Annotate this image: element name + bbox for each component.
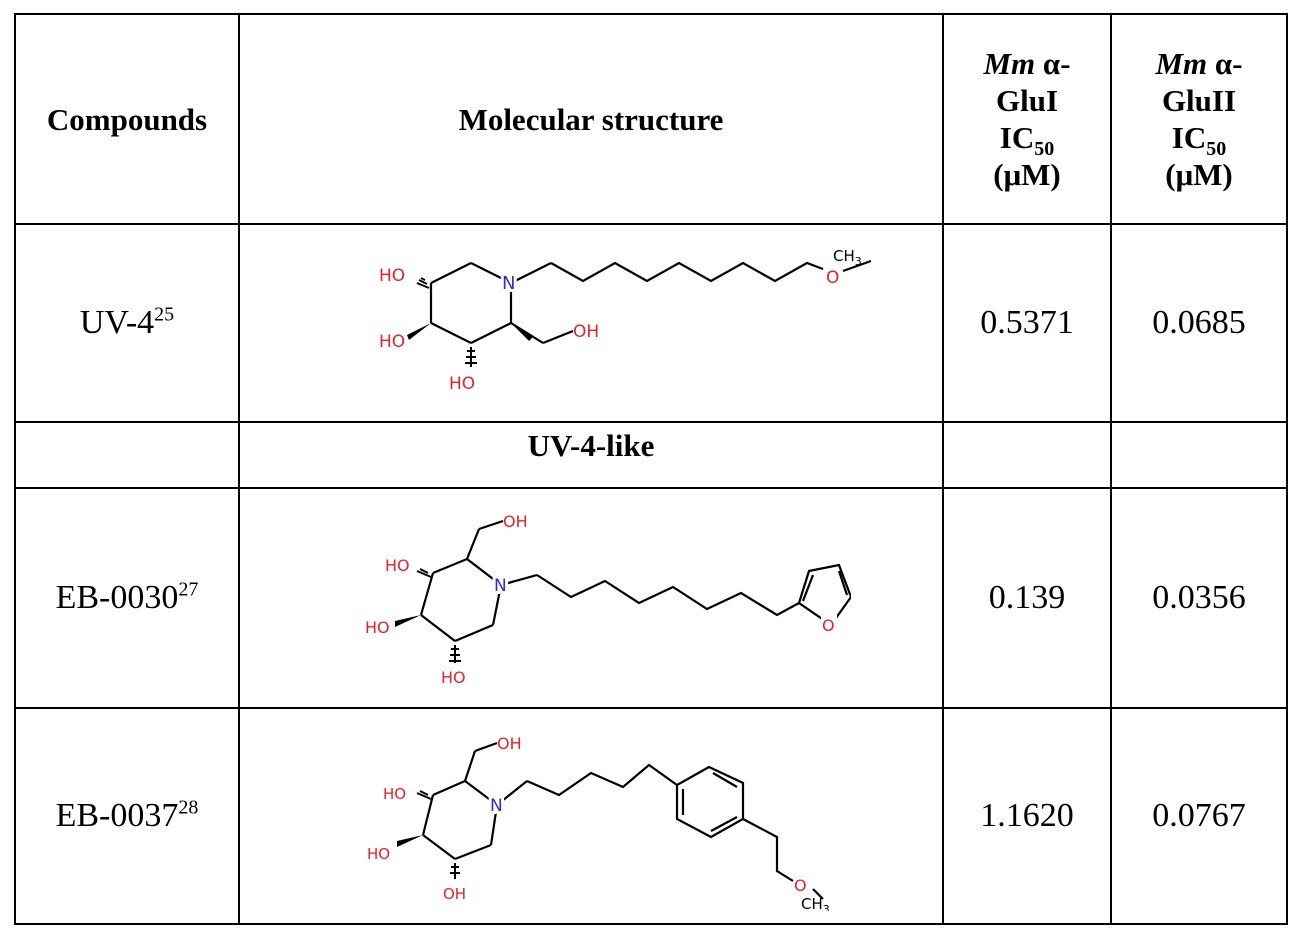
table-row: EB-003728 <box>14 707 1288 925</box>
header-row: Compounds Molecular structure Mm α- GluI… <box>14 13 1288 225</box>
header-glu2-ic: IC <box>1171 120 1207 155</box>
compound-ref: 28 <box>178 796 199 819</box>
header-glu1-name: GluI <box>995 83 1059 118</box>
ho-label: HO <box>379 332 405 352</box>
glu2-value: 0.0356 <box>1110 487 1288 709</box>
ho-label: HO <box>383 785 406 803</box>
glu1-value: 0.5371 <box>942 223 1112 423</box>
ch3-label: CH3 <box>833 247 862 268</box>
glu2-value: 0.0685 <box>1110 223 1288 423</box>
o-label: O <box>794 876 807 895</box>
header-glu2-unit: (μM) <box>1165 157 1233 192</box>
eb0030-structure-diagram: OH HO HO HO N O <box>365 512 851 687</box>
structure-cell: HO HO HO OH N O CH3 <box>238 223 944 423</box>
glu2-value: 0.0767 <box>1110 707 1288 925</box>
header-glu2-name: GluII <box>1161 83 1237 118</box>
oh-label: OH <box>573 322 599 342</box>
structure-cell: OH HO HO HO N O <box>238 487 944 709</box>
header-glu1-ic-sub: 50 <box>1034 138 1055 161</box>
ho-label: HO <box>441 668 466 687</box>
compound-name-cell: EB-003027 <box>14 487 240 709</box>
ho-label: HO <box>365 618 390 637</box>
n-label: N <box>494 576 507 596</box>
ho-label: HO <box>385 556 410 575</box>
glu1-value: 1.1620 <box>942 707 1112 925</box>
structure-cell: OH HO HO OH N O CH3 <box>238 707 944 925</box>
header-glu1-alpha: α- <box>1042 46 1071 81</box>
compound-ref: 27 <box>178 578 199 601</box>
section-label: UV-4-like <box>238 421 944 489</box>
header-molecular-structure: Molecular structure <box>238 13 944 225</box>
oh-label: OH <box>443 885 466 903</box>
o-label: O <box>822 616 835 635</box>
section-empty-cell <box>1110 421 1288 489</box>
ch3-label: CH3 <box>801 895 830 911</box>
compound-table: Compounds Molecular structure Mm α- GluI… <box>14 13 1288 925</box>
header-glu1-species: Mm <box>983 46 1036 81</box>
table-row: EB-003027 <box>14 487 1288 709</box>
compound-name-cell: EB-003728 <box>14 707 240 925</box>
o-label: O <box>826 268 839 288</box>
compound-name: EB-0030 <box>55 579 179 616</box>
section-empty-cell <box>942 421 1112 489</box>
n-label: N <box>502 273 515 294</box>
compound-name: EB-0037 <box>55 797 179 834</box>
ho-label: HO <box>367 845 390 863</box>
header-glu1-ic: IC <box>999 120 1035 155</box>
table-row: UV-425 <box>14 223 1288 423</box>
oh-label: OH <box>497 734 522 753</box>
uv4-structure-diagram: HO HO HO OH N O CH3 <box>379 247 871 394</box>
header-glu2: Mm α- GluII IC50 (μM) <box>1110 13 1288 225</box>
ho-label: HO <box>379 266 405 286</box>
n-label: N <box>490 796 503 816</box>
ho-label: HO <box>449 374 475 394</box>
header-glu2-species: Mm <box>1155 46 1208 81</box>
header-glu2-ic-sub: 50 <box>1206 138 1227 161</box>
glu1-value: 0.139 <box>942 487 1112 709</box>
eb0037-structure-diagram: OH HO HO OH N O CH3 <box>367 734 830 911</box>
section-empty-cell <box>14 421 240 489</box>
header-compounds: Compounds <box>14 13 240 225</box>
header-glu1-unit: (μM) <box>993 157 1061 192</box>
header-glu1: Mm α- GluI IC50 (μM) <box>942 13 1112 225</box>
compound-name: UV-4 <box>79 304 155 341</box>
oh-label: OH <box>503 512 528 531</box>
compound-name-cell: UV-425 <box>14 223 240 423</box>
section-row: UV-4-like <box>14 421 1288 489</box>
header-glu2-alpha: α- <box>1214 46 1243 81</box>
compound-ref: 25 <box>154 303 175 326</box>
